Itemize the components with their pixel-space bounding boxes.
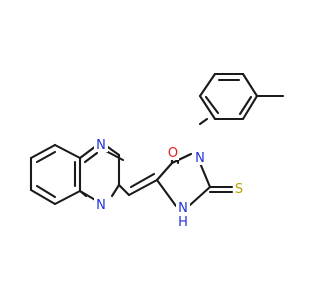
bond — [29, 143, 57, 160]
bond — [110, 183, 121, 198]
bond — [198, 72, 217, 98]
atom-oxygen: O — [167, 145, 179, 161]
bond — [29, 188, 57, 206]
bond — [104, 149, 125, 162]
atom-label-n1: N — [178, 201, 188, 216]
molecule-structure-diagram: O N N H S N N — [29, 72, 285, 230]
bond — [198, 117, 209, 126]
atom-label-layer: O N N H S N N — [94, 137, 245, 230]
bond-layer — [29, 72, 285, 208]
atom-label-n-quinox-bottom: N — [96, 198, 106, 213]
bond — [155, 161, 174, 182]
bond — [53, 189, 82, 206]
atom-nitrogen-3: N — [193, 150, 207, 166]
bond — [83, 151, 99, 164]
bond — [155, 178, 178, 208]
atom-nitrogen-quinoxaline-bottom: N — [94, 197, 108, 213]
bond — [241, 72, 259, 98]
bond — [204, 95, 220, 115]
atom-sulfur: S — [233, 181, 245, 197]
bond — [35, 184, 57, 199]
atom-label-n-quinox-top: N — [96, 138, 106, 153]
atom-label-o: O — [168, 146, 178, 161]
bond — [129, 172, 156, 189]
bond — [238, 95, 253, 116]
bond — [53, 143, 82, 160]
bond — [78, 144, 98, 160]
bond — [117, 183, 131, 197]
atom-nitrogen-1: N H — [176, 200, 190, 230]
atom-nitrogen-quinoxaline-top: N — [94, 137, 108, 153]
bond — [170, 152, 193, 165]
bond — [78, 189, 88, 198]
atom-label-h: H — [178, 215, 188, 230]
bond — [127, 178, 159, 197]
atom-label-s: S — [235, 182, 243, 197]
bond — [198, 94, 217, 121]
bond — [198, 161, 212, 189]
atom-label-n3: N — [195, 151, 205, 166]
bond — [241, 94, 259, 121]
bond — [35, 150, 57, 164]
bond — [188, 185, 212, 207]
